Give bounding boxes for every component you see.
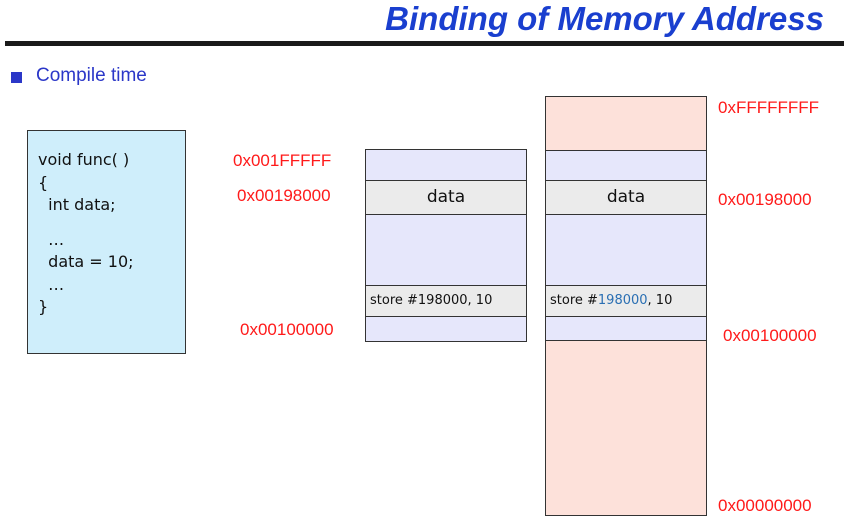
- right-mem-top-region: [546, 150, 706, 180]
- code-line: data = 10;: [38, 252, 134, 271]
- left-addr-data: 0x00198000: [237, 186, 331, 205]
- code-line: }: [38, 297, 49, 316]
- code-line: …: [38, 229, 65, 249]
- right-mem-bottom-region: [546, 317, 706, 341]
- left-mem-bottom-region: [366, 317, 526, 341]
- left-mem-data-region: data: [366, 180, 526, 215]
- right-mem-data-label: data: [606, 187, 646, 207]
- store-suffix: , 10: [647, 293, 673, 308]
- right-addr-data: 0x00198000: [718, 190, 812, 209]
- left-mem-store-region: store #198000, 10: [366, 285, 526, 317]
- left-addr-top: 0x001FFFFF: [233, 151, 332, 170]
- code-box: void func( ) { int data; … data = 10; … …: [27, 130, 186, 354]
- bullet-compile-time: Compile time: [36, 65, 147, 86]
- right-mem-high-region: [546, 97, 706, 150]
- left-mem-top-region: [366, 150, 526, 180]
- code-line: …: [38, 274, 65, 294]
- left-addr-bottom: 0x00100000: [240, 320, 334, 339]
- title-divider: [5, 41, 844, 46]
- right-addr-top: 0xFFFFFFFF: [718, 98, 820, 117]
- left-mem-middle-region: [366, 215, 526, 285]
- store-address-highlight: 198000: [597, 293, 648, 308]
- right-mem-data-region: data: [546, 180, 706, 215]
- left-memory-block: data store #198000, 10: [365, 149, 527, 342]
- left-mem-store-text: store #198000, 10: [370, 293, 493, 308]
- right-mem-low-region: [546, 341, 706, 515]
- code-line: int data;: [38, 195, 116, 214]
- right-addr-bottom: 0x00000000: [718, 496, 812, 515]
- left-mem-data-label: data: [426, 187, 466, 207]
- slide-title: Binding of Memory Address: [385, 0, 824, 37]
- right-addr-mid: 0x00100000: [723, 326, 817, 345]
- store-prefix: store #: [550, 293, 598, 308]
- code-line: {: [38, 172, 49, 192]
- right-memory-block: data store #198000, 10: [545, 96, 707, 516]
- code-line-blank: [38, 217, 185, 229]
- code-line: void func( ): [38, 150, 130, 169]
- right-mem-middle-region: [546, 215, 706, 285]
- right-mem-store-text: store #198000, 10: [550, 293, 672, 308]
- right-mem-store-region: store #198000, 10: [546, 285, 706, 317]
- bullet-square-icon: [11, 72, 22, 83]
